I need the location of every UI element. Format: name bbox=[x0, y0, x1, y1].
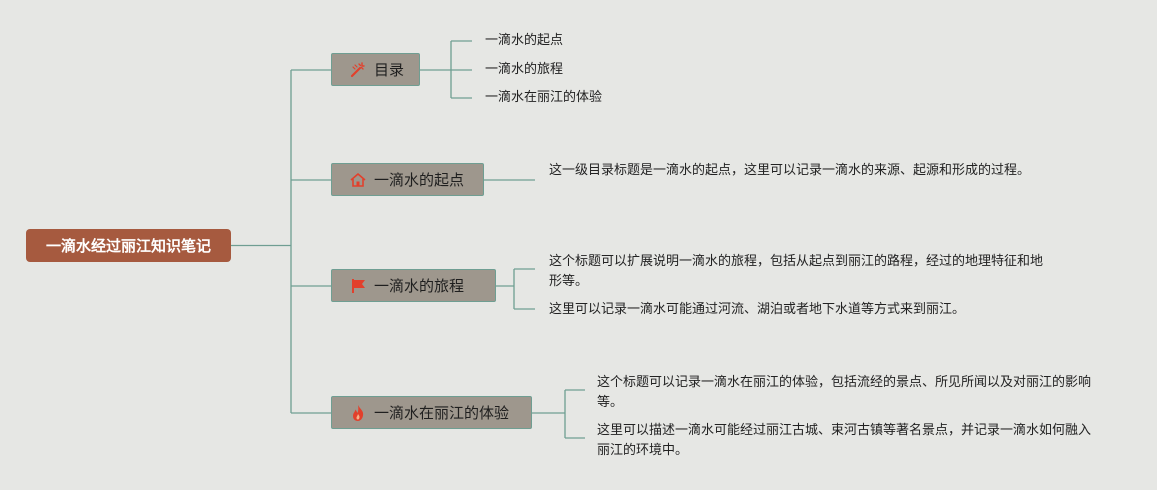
leaf-text[interactable]: 一滴水在丽江的体验 bbox=[485, 90, 603, 105]
branch-label: 目录 bbox=[374, 61, 405, 79]
branch-node-contents[interactable]: 目录 bbox=[331, 53, 420, 86]
branch-label: 一滴水的起点 bbox=[374, 171, 465, 189]
branch-node-journey[interactable]: 一滴水的旅程 bbox=[331, 269, 496, 302]
leaf-text[interactable]: 这里可以记录一滴水可能通过河流、湖泊或者地下水道等方式来到丽江。 bbox=[549, 302, 966, 317]
home-icon bbox=[348, 170, 368, 190]
tools-icon bbox=[348, 60, 368, 80]
leaf-text[interactable]: 一滴水的旅程 bbox=[485, 62, 564, 77]
branch-node-experience[interactable]: 一滴水在丽江的体验 bbox=[331, 396, 532, 429]
leaf-text[interactable]: 这个标题可以记录一滴水在丽江的体验，包括流经的景点、所见所闻以及对丽江的影响等。 bbox=[597, 375, 1092, 410]
leaf-text[interactable]: 这一级目录标题是一滴水的起点，这里可以记录一滴水的来源、起源和形成的过程。 bbox=[549, 163, 1031, 178]
branch-node-origin[interactable]: 一滴水的起点 bbox=[331, 163, 484, 196]
flag-icon bbox=[348, 276, 368, 296]
flame-icon bbox=[348, 403, 368, 423]
branch-label: 一滴水的旅程 bbox=[374, 277, 465, 295]
root-node[interactable]: 一滴水经过丽江知识笔记 bbox=[26, 229, 231, 262]
root-label: 一滴水经过丽江知识笔记 bbox=[45, 237, 211, 255]
leaf-text[interactable]: 一滴水的起点 bbox=[485, 33, 564, 48]
leaf-text[interactable]: 这里可以描述一滴水可能经过丽江古城、束河古镇等著名景点，并记录一滴水如何融入丽江… bbox=[597, 423, 1092, 458]
branch-label: 一滴水在丽江的体验 bbox=[374, 404, 510, 422]
leaf-text[interactable]: 这个标题可以扩展说明一滴水的旅程，包括从起点到丽江的路程，经过的地理特征和地形等… bbox=[549, 254, 1044, 289]
